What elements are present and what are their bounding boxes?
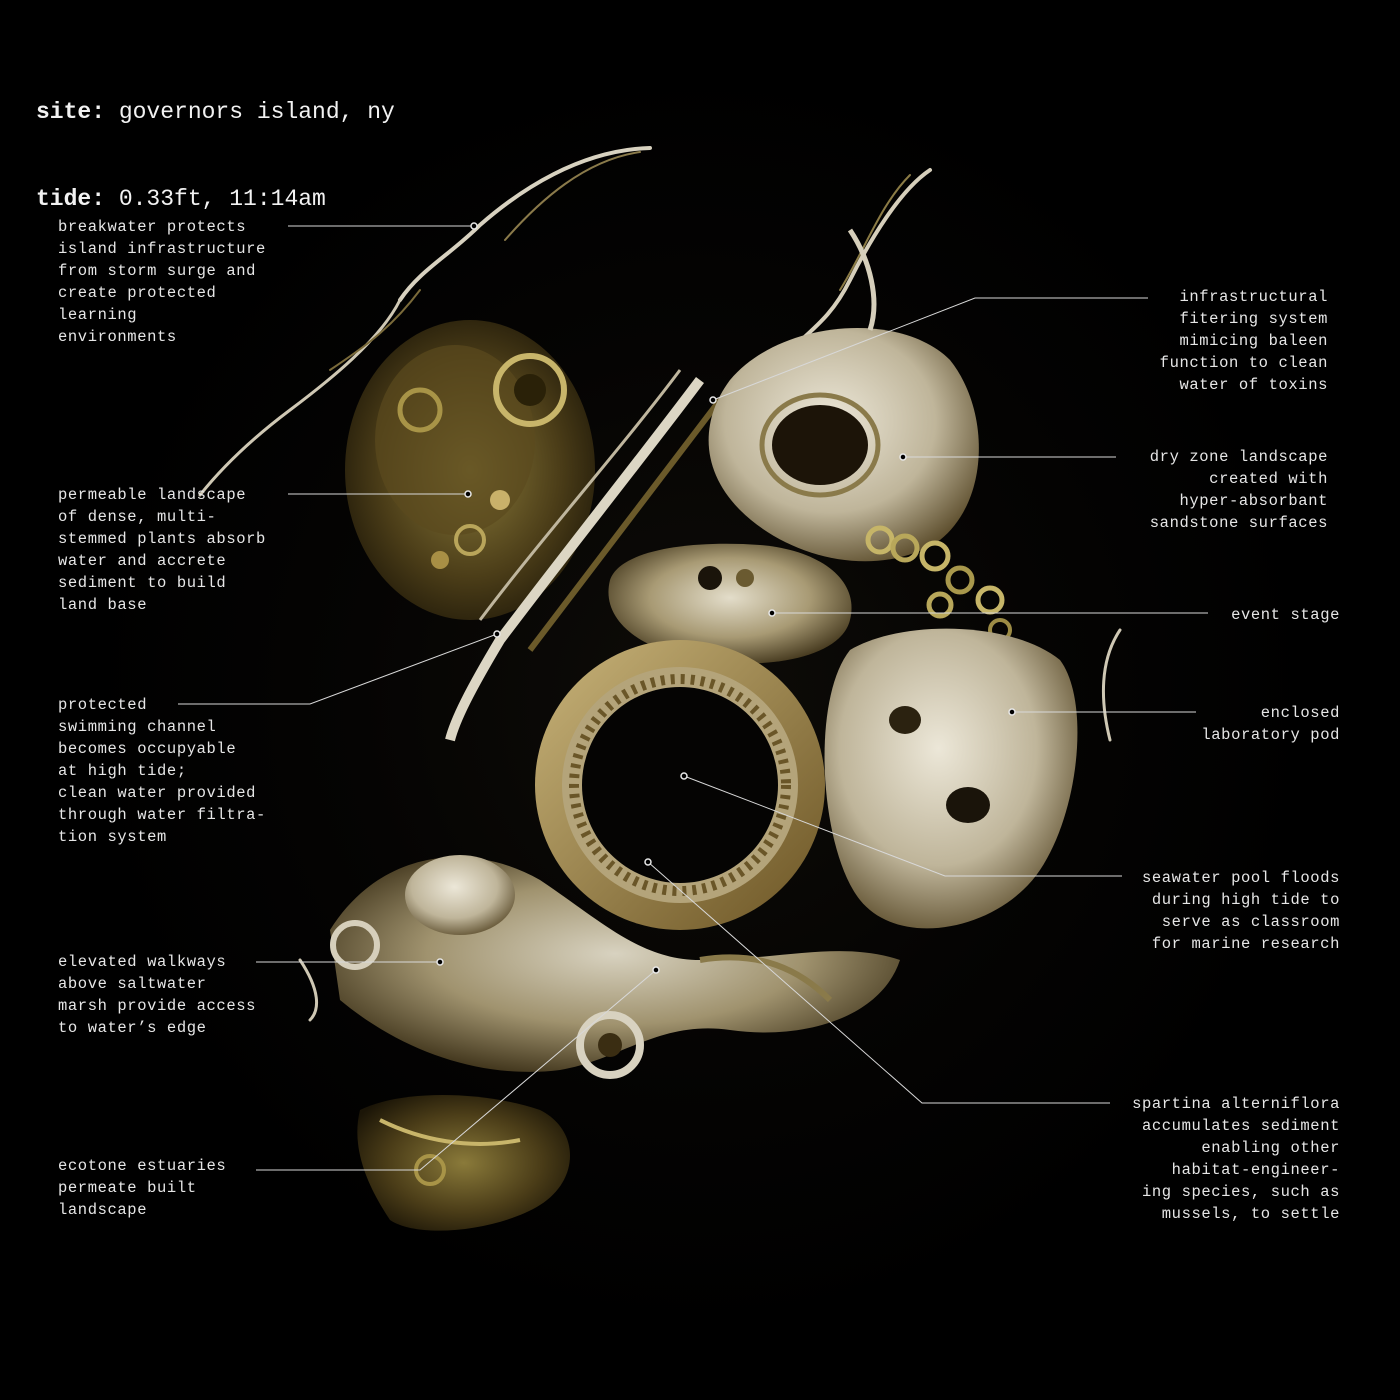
annotation-channel: protected swimming channel becomes occup… <box>58 696 266 846</box>
marker-walkways <box>436 958 444 966</box>
site-header: site: governors island, ny tide: 0.33ft,… <box>36 40 395 272</box>
leader-pool <box>683 775 1122 877</box>
marker-stage <box>768 609 776 617</box>
leader-spartina <box>647 861 1110 1104</box>
leader-ecotone <box>256 969 657 1171</box>
marker-ecotone <box>652 966 660 974</box>
marker-breakwater <box>470 222 478 230</box>
annotation-lab: enclosed laboratory pod <box>1201 704 1340 744</box>
marker-permeable <box>464 490 472 498</box>
leader-filtering <box>712 297 1148 401</box>
leader-channel <box>178 633 498 705</box>
swimming-channel <box>445 369 723 742</box>
walkway-marsh-band <box>330 855 900 1079</box>
annotation-spartina: spartina alterniflora accumulates sedime… <box>1132 1095 1340 1223</box>
marker-filtering <box>709 396 717 404</box>
tide-value: 0.33ft, 11:14am <box>105 186 326 212</box>
breakwater-tendrils <box>198 146 1122 1022</box>
marker-lab <box>1008 708 1016 716</box>
marker-channel <box>493 630 501 638</box>
annotation-breakwater: breakwater protects island infrastructur… <box>58 218 266 346</box>
annotation-ecotone: ecotone estuaries permeate built landsca… <box>58 1157 227 1219</box>
annotation-walkways: elevated walkways above saltwater marsh … <box>58 953 257 1037</box>
marker-spartina <box>644 858 652 866</box>
annotation-dryzone: dry zone landscape created with hyper-ab… <box>1149 448 1328 532</box>
marker-dryzone <box>899 453 907 461</box>
annotation-pool: seawater pool floods during high tide to… <box>1141 869 1340 953</box>
annotation-permeable: permeable landscape of dense, multi- ste… <box>58 486 266 614</box>
laboratory-pod <box>824 628 1078 929</box>
annotation-stage: event stage <box>1231 606 1340 624</box>
ecotone-estuary <box>357 1095 570 1231</box>
seawater-pool <box>535 640 825 930</box>
permeable-landscape-mass <box>345 320 595 620</box>
site-key: site: <box>36 99 106 125</box>
tide-line: tide: 0.33ft, 11:14am <box>36 185 395 214</box>
site-line: site: governors island, ny <box>36 98 395 127</box>
tide-key: tide: <box>36 186 106 212</box>
site-value: governors island, ny <box>105 99 395 125</box>
bead-cluster <box>865 525 1012 642</box>
dry-zone-sandstone <box>708 228 979 562</box>
marker-pool <box>680 772 688 780</box>
annotation-filtering: infrastructural fitering system mimicing… <box>1159 288 1328 394</box>
event-stage <box>608 543 852 664</box>
